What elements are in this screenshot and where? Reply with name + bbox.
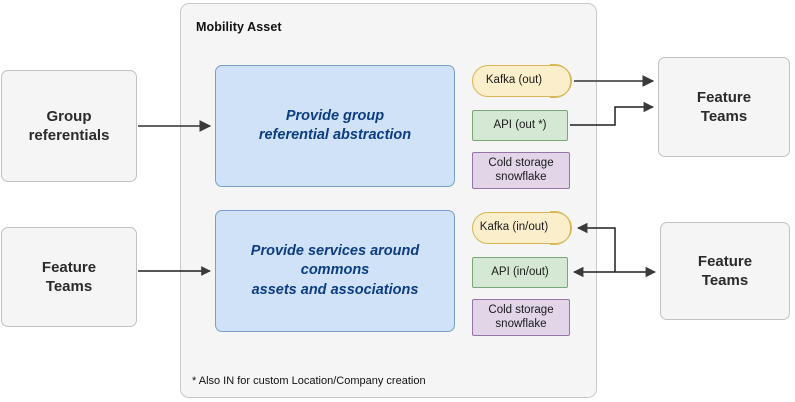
actor-feature-teams-top-right[interactable]: Feature Teams <box>658 57 790 157</box>
actor-feature-teams-left[interactable]: Feature Teams <box>1 227 137 327</box>
interface-cold-storage-snowflake-bottom[interactable]: Cold storage snowflake <box>472 299 570 336</box>
actor-group-referentials[interactable]: Group referentials <box>1 70 137 182</box>
container-footnote: * Also IN for custom Location/Company cr… <box>192 375 426 387</box>
capability-provide-services-around-commons[interactable]: Provide services around commons assets a… <box>215 210 455 332</box>
interface-kafka-out[interactable]: Kafka (out) <box>472 64 572 99</box>
interface-api-in-out[interactable]: API (in/out) <box>472 257 568 288</box>
capability-provide-group-referential-abstraction[interactable]: Provide group referential abstraction <box>215 65 455 187</box>
interface-api-out[interactable]: API (out *) <box>472 110 568 141</box>
mobility-asset-container <box>180 3 597 398</box>
interface-cold-storage-snowflake-top[interactable]: Cold storage snowflake <box>472 152 570 189</box>
actor-feature-teams-bottom-right[interactable]: Feature Teams <box>660 222 790 320</box>
interface-kafka-in-out[interactable]: Kafka (in/out) <box>472 211 572 246</box>
container-title: Mobility Asset <box>196 20 282 34</box>
